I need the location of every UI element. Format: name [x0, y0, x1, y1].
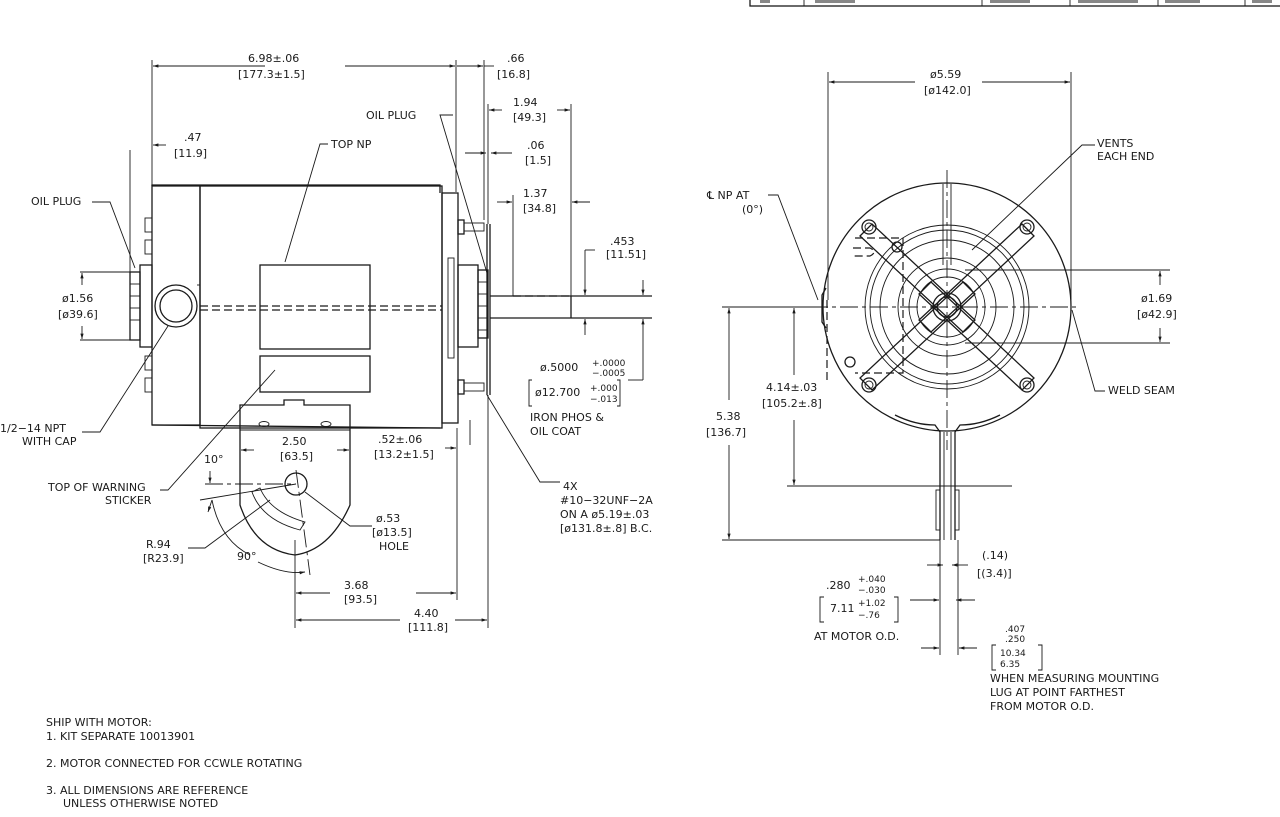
motor-dia-mm: [ø142.0] [924, 84, 971, 97]
lug-thk-note: AT MOTOR O.D. [814, 630, 899, 643]
radius-in: R.94 [146, 538, 171, 551]
vents-label-2: EACH END [1097, 150, 1154, 163]
end-view [780, 170, 1080, 540]
lug-thk-minus: −.030 [858, 586, 886, 596]
flange-thk-mm: [1.5] [525, 154, 551, 167]
hole-label: HOLE [379, 540, 409, 553]
shaft-total-mm: [49.3] [513, 111, 546, 124]
bracket-width-mm: [63.5] [280, 450, 313, 463]
notes-heading: SHIP WITH MOTOR: [46, 716, 152, 729]
flat-depth-in: .453 [610, 235, 635, 248]
hub-dia-mm: [ø39.6] [58, 308, 98, 321]
shaft-dia-tol-minus: −.0005 [592, 369, 625, 379]
lug-far-mm-lo: 6.35 [1000, 660, 1020, 670]
studs-note-1: 4X [563, 480, 578, 493]
lug-gap-in: (.14) [982, 549, 1008, 562]
title-block [749, 0, 1280, 7]
flange-thk-in: .06 [527, 139, 545, 152]
bracket-offset-mm: [13.2±1.5] [374, 448, 434, 461]
hole-to-flange-mm: [93.5] [344, 593, 377, 606]
end-dimensions [722, 72, 1170, 655]
hole-to-flange-in: 3.68 [344, 579, 369, 592]
bracket-width-in: 2.50 [282, 435, 307, 448]
shaft-note-1: IRON PHOS & [530, 411, 604, 424]
oil-plug-left: OIL PLUG [31, 195, 81, 208]
oil-plug-top: OIL PLUG [366, 109, 416, 122]
radius-mm: [R23.9] [143, 552, 184, 565]
lug-thk-in: .280 [826, 579, 851, 592]
flat-depth-mm: [11.51] [606, 248, 646, 261]
angle-10: 10° [204, 453, 224, 466]
lug-far-in-hi: .407 [1005, 625, 1025, 635]
flange-offset-in: .66 [507, 52, 525, 65]
studs-note-4: [ø131.8±.8] B.C. [560, 522, 652, 535]
end-view-labels: ø5.59 [ø142.0] VENTS EACH END ℄ NP AT (0… [706, 68, 1177, 713]
note-3-cont: UNLESS OTHERWISE NOTED [63, 797, 218, 810]
vents-label-1: VENTS [1097, 137, 1133, 150]
warning-label-1: TOP OF WARNING [47, 481, 146, 494]
hole-in: ø.53 [376, 512, 400, 525]
weld-seam-label: WELD SEAM [1108, 384, 1175, 397]
lug-thk-mm-minus: −.76 [858, 611, 880, 621]
total-height-in: 5.38 [716, 410, 741, 423]
hole-to-end-mm: [111.8] [408, 621, 448, 634]
npt-label-1: 1/2−14 NPT [0, 422, 66, 435]
warning-label-2: STICKER [105, 494, 152, 507]
note-3: 3. ALL DIMENSIONS ARE REFERENCE [46, 784, 248, 797]
overall-length-mm: [177.3±1.5] [238, 68, 305, 81]
top-np-label: TOP NP [330, 138, 372, 151]
side-view-labels: 6.98±.06 [177.3±1.5] .66 [16.8] 1.94 [49… [0, 52, 653, 634]
note-2: 2. MOTOR CONNECTED FOR CCWLE ROTATING [46, 757, 302, 770]
bolt-heads [861, 219, 1035, 393]
studs-note-3: ON A ø5.19±.03 [560, 508, 649, 521]
motor-dia-in: ø5.59 [930, 68, 961, 81]
hub-dia-end-in: ø1.69 [1141, 292, 1172, 305]
flat-length-in: 1.37 [523, 187, 548, 200]
lug-gap-mm: [(3.4)] [977, 567, 1012, 580]
shaft-dia-tol-plus: +.0000 [592, 359, 626, 369]
hub-dia-end-mm: [ø42.9] [1137, 308, 1177, 321]
bracket-offset-in: .52±.06 [378, 433, 422, 446]
shaft-dia-mm-plus: +.000 [590, 384, 618, 394]
np-at-label-1: ℄ NP AT [706, 189, 750, 202]
hole-to-end-in: 4.40 [414, 607, 439, 620]
center-height-in: 4.14±.03 [766, 381, 817, 394]
shaft-dia-mm-minus: −.013 [590, 395, 618, 405]
np-at-label-2: (0°) [742, 203, 763, 216]
flange-offset-mm: [16.8] [497, 68, 530, 81]
shaft-total-in: 1.94 [513, 96, 538, 109]
lug-far-in-lo: .250 [1005, 635, 1025, 645]
note-1: 1. KIT SEPARATE 10013901 [46, 730, 195, 743]
lug-far-mm-hi: 10.34 [1000, 649, 1026, 659]
overall-length-in: 6.98±.06 [248, 52, 299, 65]
lug-far-note-3: FROM MOTOR O.D. [990, 700, 1094, 713]
hole-mm: [ø13.5] [372, 526, 412, 539]
shaft-note-2: OIL COAT [530, 425, 581, 438]
lug-thk-mm: 7.11 [830, 602, 855, 615]
hub-dia-in: ø1.56 [62, 292, 93, 305]
flat-length-mm: [34.8] [523, 202, 556, 215]
ship-notes: SHIP WITH MOTOR: 1. KIT SEPARATE 1001390… [46, 716, 302, 810]
lug-far-note-1: WHEN MEASURING MOUNTING [990, 672, 1159, 685]
studs-note-2: #10−32UNF−2A [560, 494, 653, 507]
lug-far-note-2: LUG AT POINT FARTHEST [990, 686, 1125, 699]
end-offset-mm: [11.9] [174, 147, 207, 160]
shaft-dia-in: ø.5000 [540, 361, 578, 374]
angle-90: 90° [237, 550, 257, 563]
npt-label-2: WITH CAP [22, 435, 77, 448]
center-height-mm: [105.2±.8] [762, 397, 822, 410]
lug-thk-mm-plus: +1.02 [858, 599, 886, 609]
lug-thk-plus: +.040 [858, 575, 886, 585]
shaft-dia-mm: ø12.700 [535, 386, 580, 399]
end-offset-in: .47 [184, 131, 202, 144]
side-dimensions [80, 60, 645, 628]
total-height-mm: [136.7] [706, 426, 746, 439]
